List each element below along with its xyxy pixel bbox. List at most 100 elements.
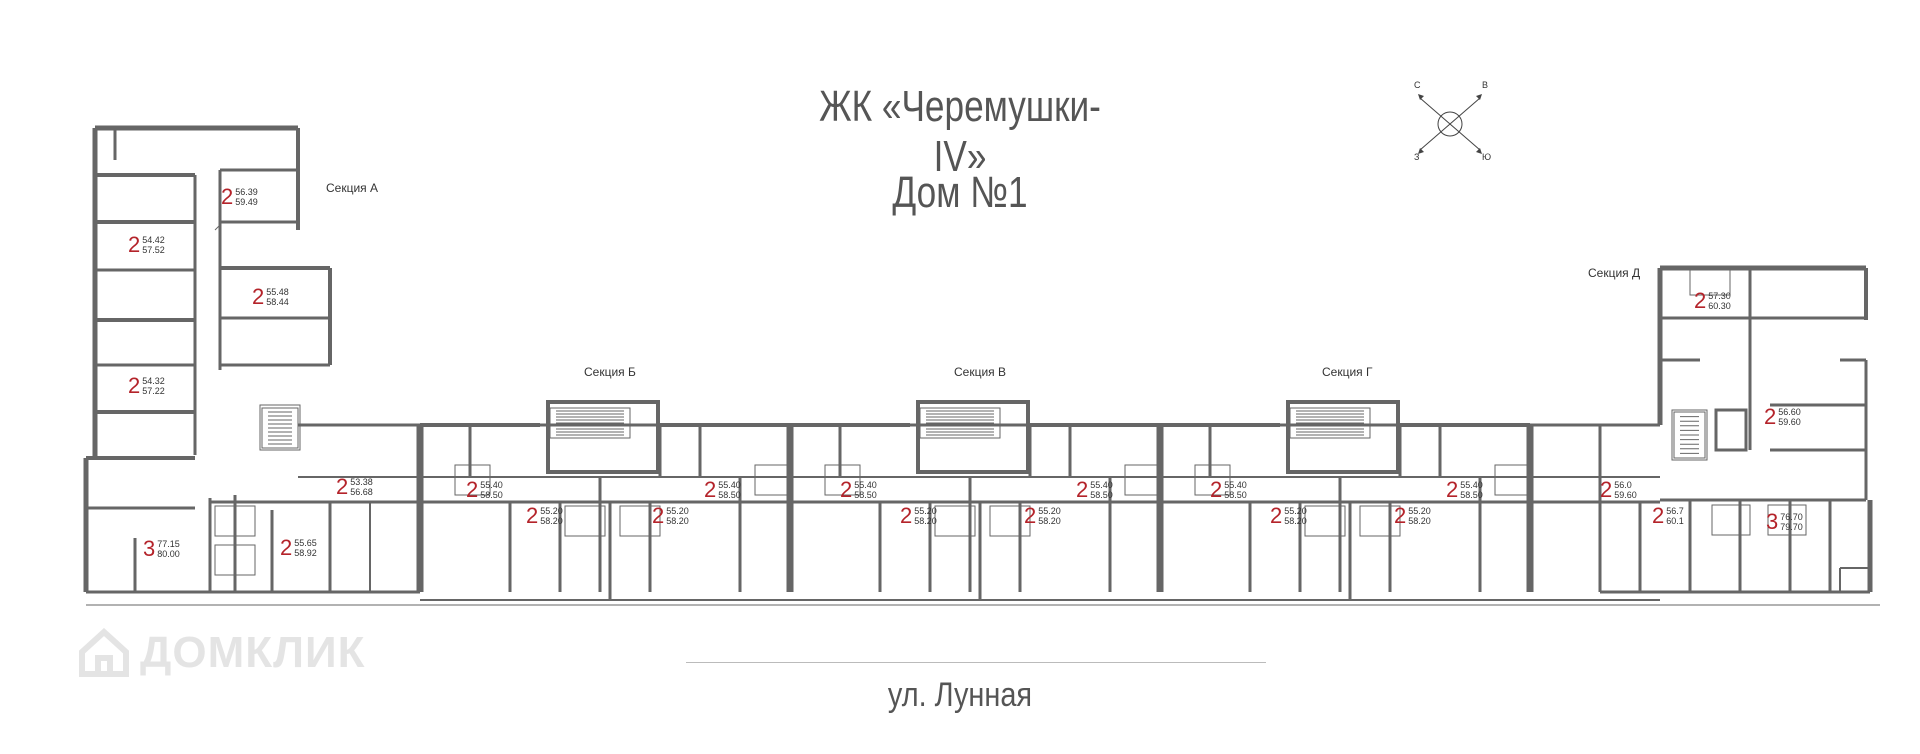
compass-rose: С В Ю З <box>1400 80 1500 164</box>
living-area: 53.38 <box>350 477 373 487</box>
room-count: 2 <box>128 232 141 257</box>
room-count: 2 <box>1446 477 1459 502</box>
total-area: 58.20 <box>1284 516 1307 526</box>
compass-north: С <box>1414 80 1421 90</box>
street-name: ул. Лунная <box>887 676 1033 714</box>
compass-icon <box>1418 94 1482 154</box>
domclick-watermark: ДОМКЛИК <box>78 628 365 678</box>
room-count: 2 <box>252 284 265 309</box>
living-area: 55.65 <box>294 538 317 548</box>
section-label-b: Секция Б <box>584 365 636 379</box>
room-count: 2 <box>1076 477 1089 502</box>
core <box>546 400 660 474</box>
room-count: 2 <box>336 474 349 499</box>
bathroom <box>1359 505 1401 537</box>
living-area: 55.40 <box>480 480 503 490</box>
building-title: Дом №1 <box>892 168 1028 217</box>
bathroom <box>1194 464 1231 496</box>
living-area: 56.0 <box>1614 480 1632 490</box>
total-area: 58.50 <box>854 490 877 500</box>
total-area: 58.50 <box>1224 490 1247 500</box>
room-count: 2 <box>1024 503 1037 528</box>
compass-west: З <box>1414 152 1420 162</box>
living-area: 56.7 <box>1666 506 1684 516</box>
core <box>916 400 1030 474</box>
living-area: 55.20 <box>1284 506 1307 516</box>
bathroom <box>1124 464 1161 496</box>
stairwell <box>261 407 299 449</box>
total-area: 57.52 <box>142 245 165 255</box>
living-area: 77.15 <box>157 539 180 549</box>
section-label-a: Секция А <box>326 181 379 195</box>
living-area: 54.42 <box>142 235 165 245</box>
bathroom <box>1494 464 1531 496</box>
total-area: 58.50 <box>718 490 741 500</box>
total-area: 58.20 <box>914 516 937 526</box>
room-count: 3 <box>1766 509 1779 534</box>
room-count: 2 <box>1652 503 1665 528</box>
bathroom <box>1711 504 1751 536</box>
living-area: 54.32 <box>142 376 165 386</box>
total-area: 79.70 <box>1780 522 1803 532</box>
house-logo-icon <box>79 628 129 677</box>
total-area: 58.50 <box>1090 490 1113 500</box>
room-count: 2 <box>840 477 853 502</box>
living-area: 55.20 <box>540 506 563 516</box>
total-area: 59.49 <box>235 197 258 207</box>
room-count: 2 <box>900 503 913 528</box>
bathroom <box>214 505 256 537</box>
living-area: 55.40 <box>718 480 741 490</box>
total-area: 57.22 <box>142 386 165 396</box>
room-count: 2 <box>1764 404 1777 429</box>
section-label-v: Секция В <box>954 365 1007 379</box>
living-area: 55.20 <box>914 506 937 516</box>
room-count: 3 <box>143 536 156 561</box>
total-area: 60.1 <box>1666 516 1684 526</box>
bathroom <box>1689 269 1731 296</box>
total-area: 59.60 <box>1614 490 1637 500</box>
total-area: 58.44 <box>266 297 289 307</box>
room-count: 2 <box>221 184 234 209</box>
street-line <box>686 662 1266 663</box>
compass-south: Ю <box>1482 152 1492 162</box>
bathroom <box>1304 505 1346 537</box>
total-area: 58.50 <box>1460 490 1483 500</box>
total-area: 80.00 <box>157 549 180 559</box>
core <box>1286 400 1400 474</box>
stairwell <box>1673 411 1706 459</box>
room-count: 2 <box>704 477 717 502</box>
bathroom <box>934 505 976 537</box>
section-label-g: Секция Г <box>1322 365 1373 379</box>
living-area: 56.60 <box>1778 407 1801 417</box>
bathroom <box>1767 504 1807 536</box>
room-count: 2 <box>1210 477 1223 502</box>
total-area: 58.20 <box>666 516 689 526</box>
room-count: 2 <box>1394 503 1407 528</box>
living-area: 55.40 <box>854 480 877 490</box>
living-area: 55.48 <box>266 287 289 297</box>
living-area: 55.40 <box>1460 480 1483 490</box>
bathroom <box>454 464 491 496</box>
room-count: 2 <box>526 503 539 528</box>
room-count: 2 <box>1600 477 1613 502</box>
